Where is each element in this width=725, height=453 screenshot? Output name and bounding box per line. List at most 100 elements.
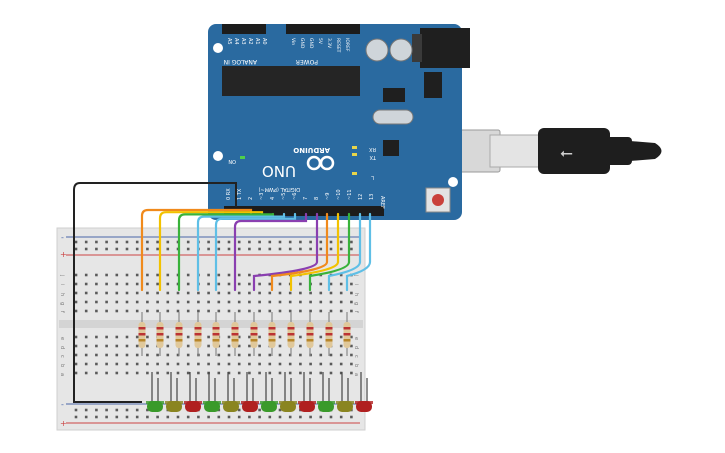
- breadboard-hole[interactable]: [146, 240, 149, 244]
- breadboard-hole[interactable]: [95, 371, 98, 375]
- breadboard-hole[interactable]: [156, 282, 159, 286]
- breadboard-hole[interactable]: [217, 282, 221, 286]
- breadboard-hole[interactable]: [84, 415, 88, 419]
- breadboard-hole[interactable]: [115, 344, 119, 348]
- breadboard-hole[interactable]: [339, 300, 343, 304]
- breadboard-hole[interactable]: [299, 309, 302, 313]
- breadboard-hole[interactable]: [115, 300, 119, 304]
- breadboard-hole[interactable]: [166, 282, 170, 286]
- resistor[interactable]: [250, 312, 258, 356]
- breadboard-hole[interactable]: [207, 291, 210, 295]
- resistor[interactable]: [343, 312, 351, 356]
- breadboard-hole[interactable]: [197, 291, 200, 295]
- breadboard-hole[interactable]: [146, 291, 149, 295]
- breadboard-hole[interactable]: [125, 408, 129, 412]
- breadboard-hole[interactable]: [329, 415, 333, 419]
- breadboard-hole[interactable]: [299, 344, 302, 348]
- breadboard-hole[interactable]: [319, 362, 323, 366]
- breadboard-hole[interactable]: [309, 291, 312, 295]
- breadboard-hole[interactable]: [278, 291, 282, 295]
- led-green[interactable]: [317, 372, 335, 412]
- breadboard-hole[interactable]: [105, 371, 108, 375]
- breadboard-hole[interactable]: [95, 282, 98, 286]
- breadboard-hole[interactable]: [135, 353, 139, 357]
- breadboard-hole[interactable]: [319, 300, 323, 304]
- breadboard-hole[interactable]: [125, 353, 129, 357]
- breadboard-hole[interactable]: [299, 240, 302, 244]
- breadboard-hole[interactable]: [288, 309, 292, 313]
- resistor[interactable]: [156, 312, 164, 356]
- breadboard-hole[interactable]: [186, 344, 190, 348]
- breadboard-hole[interactable]: [350, 335, 353, 339]
- breadboard-hole[interactable]: [288, 371, 292, 375]
- breadboard-hole[interactable]: [115, 291, 119, 295]
- breadboard-hole[interactable]: [319, 291, 323, 295]
- breadboard-hole[interactable]: [309, 300, 312, 304]
- breadboard-hole[interactable]: [339, 344, 343, 348]
- breadboard-hole[interactable]: [248, 282, 251, 286]
- breadboard-hole[interactable]: [166, 240, 170, 244]
- breadboard-hole[interactable]: [74, 240, 78, 244]
- breadboard-hole[interactable]: [207, 415, 210, 419]
- jumper-wires[interactable]: [73, 182, 372, 403]
- breadboard-hole[interactable]: [197, 362, 200, 366]
- breadboard-hole[interactable]: [237, 309, 241, 313]
- breadboard-hole[interactable]: [125, 291, 129, 295]
- breadboard-hole[interactable]: [125, 300, 129, 304]
- breadboard-hole[interactable]: [350, 353, 353, 357]
- resistor[interactable]: [287, 312, 295, 356]
- breadboard-hole[interactable]: [248, 415, 251, 419]
- wire-digital[interactable]: [214, 212, 297, 292]
- wire-digital[interactable]: [308, 212, 351, 292]
- breadboard-hole[interactable]: [339, 309, 343, 313]
- breadboard-hole[interactable]: [268, 247, 272, 251]
- resistor[interactable]: [325, 312, 333, 356]
- breadboard-hole[interactable]: [95, 353, 98, 357]
- breadboard-hole[interactable]: [207, 362, 210, 366]
- breadboard-hole[interactable]: [105, 353, 108, 357]
- breadboard-hole[interactable]: [227, 309, 231, 313]
- breadboard-hole[interactable]: [74, 362, 78, 366]
- breadboard-hole[interactable]: [156, 415, 159, 419]
- breadboard-hole[interactable]: [207, 353, 210, 357]
- breadboard-hole[interactable]: [268, 371, 272, 375]
- breadboard-hole[interactable]: [156, 300, 159, 304]
- breadboard-hole[interactable]: [227, 344, 231, 348]
- breadboard-hole[interactable]: [125, 344, 129, 348]
- breadboard-hole[interactable]: [339, 247, 343, 251]
- breadboard-hole[interactable]: [176, 291, 180, 295]
- breadboard-hole[interactable]: [207, 282, 210, 286]
- breadboard-hole[interactable]: [115, 282, 119, 286]
- breadboard-hole[interactable]: [288, 353, 292, 357]
- breadboard-hole[interactable]: [166, 300, 170, 304]
- breadboard-hole[interactable]: [268, 415, 272, 419]
- breadboard-hole[interactable]: [227, 291, 231, 295]
- breadboard-hole[interactable]: [176, 362, 180, 366]
- breadboard-hole[interactable]: [268, 282, 272, 286]
- resistor[interactable]: [268, 312, 276, 356]
- breadboard-hole[interactable]: [268, 353, 272, 357]
- breadboard-hole[interactable]: [156, 247, 159, 251]
- breadboard-hole[interactable]: [115, 415, 119, 419]
- breadboard-hole[interactable]: [217, 371, 221, 375]
- breadboard-hole[interactable]: [125, 273, 129, 277]
- breadboard-hole[interactable]: [115, 240, 119, 244]
- breadboard-hole[interactable]: [278, 335, 282, 339]
- breadboard-hole[interactable]: [207, 247, 210, 251]
- breadboard-hole[interactable]: [105, 300, 108, 304]
- breadboard-hole[interactable]: [227, 300, 231, 304]
- breadboard-hole[interactable]: [186, 362, 190, 366]
- breadboard-hole[interactable]: [176, 309, 180, 313]
- breadboard-hole[interactable]: [248, 291, 251, 295]
- resistor[interactable]: [231, 312, 239, 356]
- breadboard-hole[interactable]: [135, 291, 139, 295]
- led-green[interactable]: [203, 372, 221, 412]
- usb-cable[interactable]: ⭠: [427, 128, 662, 174]
- breadboard-hole[interactable]: [105, 362, 108, 366]
- breadboard-hole[interactable]: [329, 362, 333, 366]
- resistor[interactable]: [212, 312, 220, 356]
- breadboard-hole[interactable]: [227, 273, 231, 277]
- breadboard-hole[interactable]: [237, 344, 241, 348]
- wire-digital[interactable]: [233, 212, 308, 292]
- breadboard-hole[interactable]: [84, 408, 88, 412]
